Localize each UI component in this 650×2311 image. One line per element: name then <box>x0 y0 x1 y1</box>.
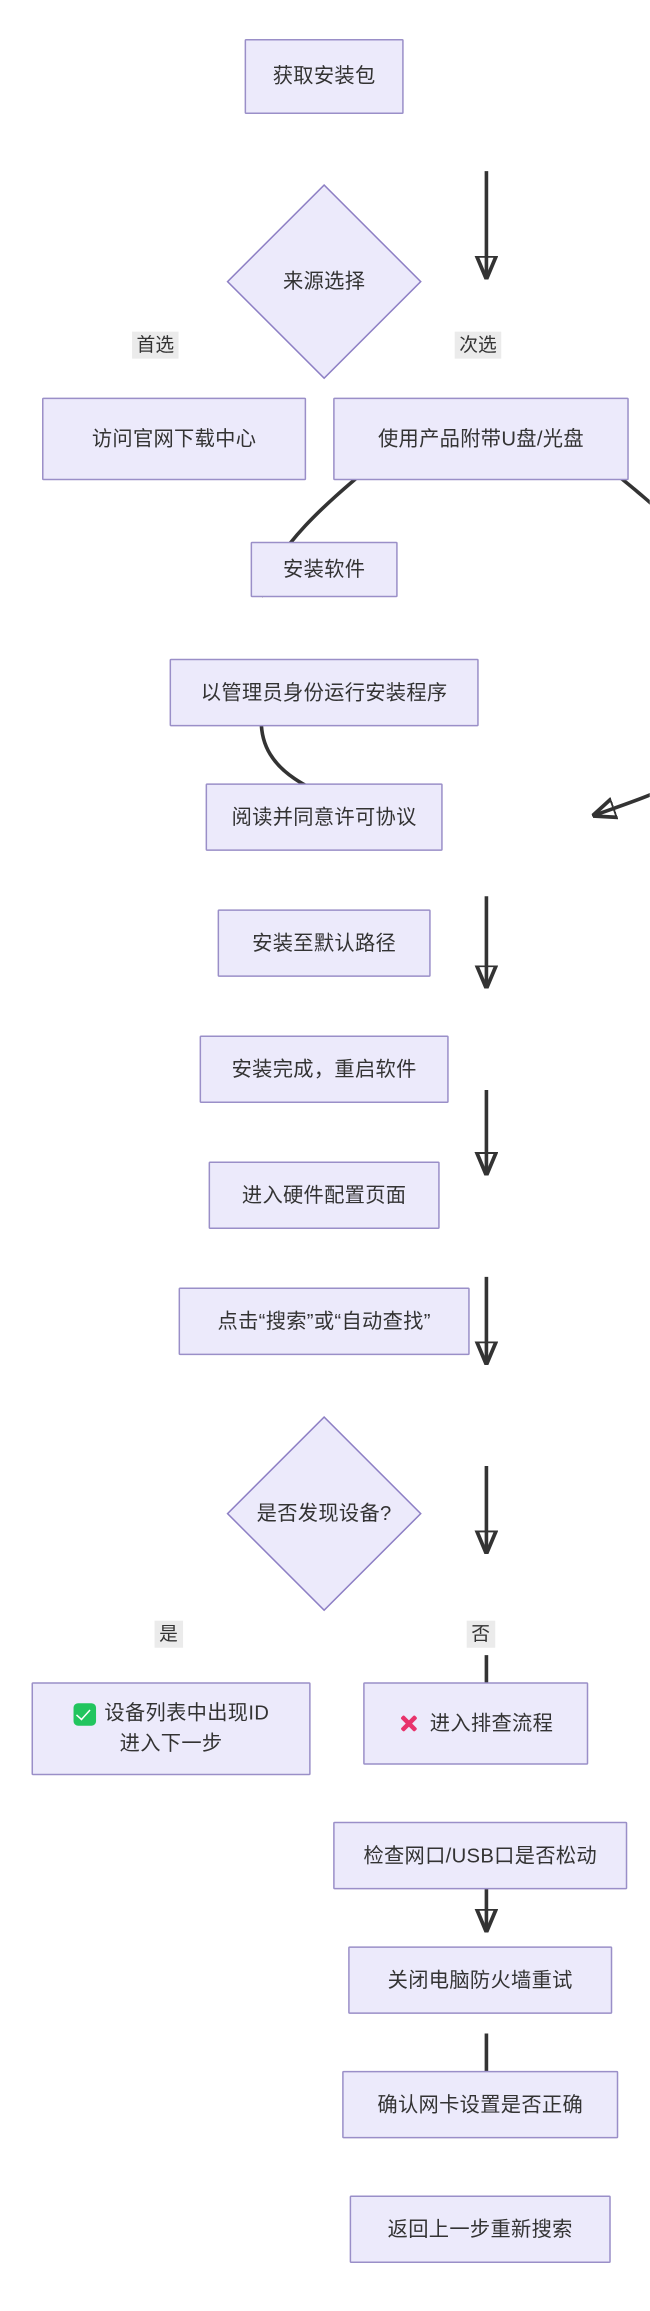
edge-label-yes: 是 <box>154 1620 183 1649</box>
node-visit-official-download[interactable]: 访问官网下载中心 <box>42 397 307 481</box>
node-content: 设备列表中出现ID 进入下一步 <box>72 1699 270 1758</box>
node-install-software[interactable]: 安装软件 <box>250 541 398 598</box>
node-install-default-path[interactable]: 安装至默认路径 <box>217 909 431 977</box>
node-label: 是否发现设备? <box>256 1502 392 1525</box>
node-get-install-package[interactable]: 获取安装包 <box>244 39 404 115</box>
node-verify-nic-settings[interactable]: 确认网卡设置是否正确 <box>342 2070 619 2139</box>
node-label: 关闭电脑防火墙重试 <box>387 1968 573 1991</box>
node-content: 进入排查流程 <box>398 1709 553 1738</box>
node-label: 访问官网下载中心 <box>91 427 257 450</box>
node-enter-troubleshooting[interactable]: 进入排查流程 <box>363 1682 589 1765</box>
edge-n4-n5 <box>595 792 650 816</box>
node-label: 以管理员身份运行安装程序 <box>200 680 448 704</box>
node-run-as-administrator[interactable]: 以管理员身份运行安装程序 <box>169 658 479 727</box>
edge-label-secondary: 次选 <box>454 331 502 360</box>
node-label-line1: 设备列表中出现ID <box>104 1702 270 1725</box>
check-icon <box>72 1702 96 1726</box>
node-label: 返回上一步重新搜索 <box>387 2217 573 2241</box>
node-label: 使用产品附带U盘/光盘 <box>377 427 584 450</box>
node-label: 获取安装包 <box>272 64 376 88</box>
node-label: 安装完成，重启软件 <box>231 1057 417 1081</box>
edge-label-no: 否 <box>466 1620 495 1649</box>
node-label: 点击“搜索”或“自动查找” <box>217 1309 431 1333</box>
node-click-search-or-autofind[interactable]: 点击“搜索”或“自动查找” <box>178 1287 470 1356</box>
node-disable-firewall-retry[interactable]: 关闭电脑防火墙重试 <box>348 1946 613 2014</box>
node-device-id-appears-next-step[interactable]: 设备列表中出现ID 进入下一步 <box>31 1682 311 1776</box>
node-label: 确认网卡设置是否正确 <box>377 2092 584 2116</box>
node-check-port-loose[interactable]: 检查网口/USB口是否松动 <box>333 1821 628 1890</box>
node-back-and-research[interactable]: 返回上一步重新搜索 <box>349 2195 611 2263</box>
node-label: 检查网口/USB口是否松动 <box>363 1843 597 1867</box>
node-label-row-1: 设备列表中出现ID <box>72 1699 270 1728</box>
node-accept-license[interactable]: 阅读并同意许可协议 <box>205 783 443 851</box>
cross-icon <box>398 1712 421 1735</box>
node-label: 进入排查流程 <box>429 1711 554 1735</box>
node-label: 来源选择 <box>283 270 366 293</box>
node-label-line2: 进入下一步 <box>119 1731 223 1755</box>
node-label: 阅读并同意许可协议 <box>231 805 417 828</box>
node-hardware-config-page[interactable]: 进入硬件配置页面 <box>208 1161 440 1230</box>
node-label: 安装至默认路径 <box>252 931 397 954</box>
node-source-selection[interactable]: 来源选择 <box>226 183 423 381</box>
edge-label-primary: 首选 <box>132 331 179 360</box>
node-label: 进入硬件配置页面 <box>241 1183 407 1207</box>
node-install-complete-restart[interactable]: 安装完成，重启软件 <box>199 1035 449 1103</box>
node-use-bundled-usb-disc[interactable]: 使用产品附带U盘/光盘 <box>333 397 629 481</box>
node-device-found-decision[interactable]: 是否发现设备? <box>226 1416 423 1613</box>
node-label: 安装软件 <box>283 557 366 581</box>
